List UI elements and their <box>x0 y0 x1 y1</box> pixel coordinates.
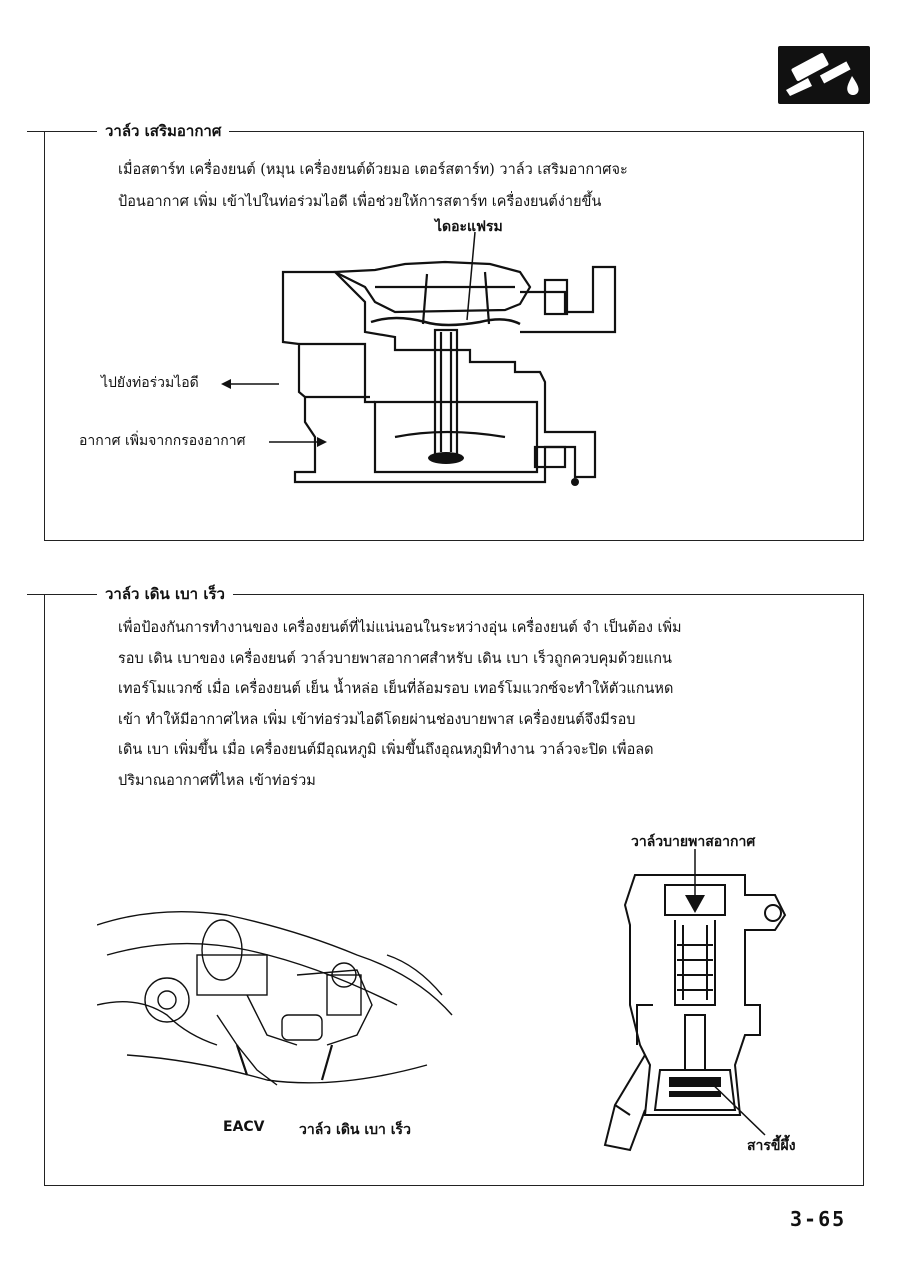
air-bypass-valve-label: วาล์วบายพาสอากาศ <box>631 834 756 850</box>
wax-element-label: สารขี้ผึ้ง <box>747 1138 796 1154</box>
paragraph-line: เพื่อป้องกันการทำงานของ เครื่องยนต์ที่ไม… <box>118 620 682 636</box>
eacv-label: EACV <box>223 1119 265 1135</box>
paragraph-line: เทอร์โมแวกซ์ เมื่อ เครื่องยนต์ เย็น น้ำห… <box>118 681 674 697</box>
paragraph-line: ปริมาณอากาศที่ไหล เข้าท่อร่วม <box>118 772 316 789</box>
fast-idle-valve-label: วาล์ว เดิน เบา เร็ว <box>299 1122 411 1138</box>
to-intake-manifold-label: ไปยังท่อร่วมไอดี <box>101 375 199 391</box>
auxiliary-air-valve-section: วาล์ว เสริมอากาศ เมื่อสตาร์ท เครื่องยนต์… <box>26 121 864 541</box>
paragraph-line: เมื่อสตาร์ท เครื่องยนต์ (หมุน เครื่องยนต… <box>118 162 628 178</box>
bypass-valve-leader-line <box>694 849 696 897</box>
wax-leader-line <box>705 1077 766 1136</box>
section-title: วาล์ว เดิน เบา เร็ว <box>27 584 233 604</box>
fuel-nozzle-icon <box>778 46 870 104</box>
from-filter-arrow-icon <box>269 437 327 447</box>
paragraph-line: เข้า ทำให้มีอากาศไหล เพิ่ม เข้าท่อร่วมไอ… <box>118 711 636 728</box>
fuel-nozzle-graphic <box>786 53 859 96</box>
paragraph-line: ป้อนอากาศ เพิ่ม เข้าไปในท่อร่วมไอดี เพื่… <box>118 194 602 210</box>
page-number: 3-65 <box>790 1207 847 1231</box>
section-paragraph: เพื่อป้องกันการทำงานของ เครื่องยนต์ที่ไม… <box>118 613 682 796</box>
paragraph-line: รอบ เดิน เบาของ เครื่องยนต์ วาล์วบายพาสอ… <box>118 650 672 667</box>
fast-idle-valve-cross-section <box>603 874 787 1152</box>
extra-air-from-filter-label: อากาศ เพิ่มจากกรองอากาศ <box>79 433 246 449</box>
diaphragm-label: ไดอะแฟรม <box>435 219 503 235</box>
auxiliary-air-valve-diagram <box>281 260 617 486</box>
section-title: วาล์ว เสริมอากาศ <box>26 121 230 141</box>
section-paragraph: เมื่อสตาร์ท เครื่องยนต์ (หมุน เครื่องยนต… <box>118 154 628 218</box>
fast-idle-valve-section: วาล์ว เดิน เบา เร็ว เพื่อป้องกันการทำงาน… <box>27 584 864 1186</box>
engine-bay-illustration <box>97 910 453 1086</box>
paragraph-line: เดิน เบา เพิ่มขึ้น เมื่อ เครื่องยนต์มีอุ… <box>118 742 654 758</box>
to-intake-arrow-icon <box>221 379 279 389</box>
diaphragm-leader-line <box>466 232 476 321</box>
